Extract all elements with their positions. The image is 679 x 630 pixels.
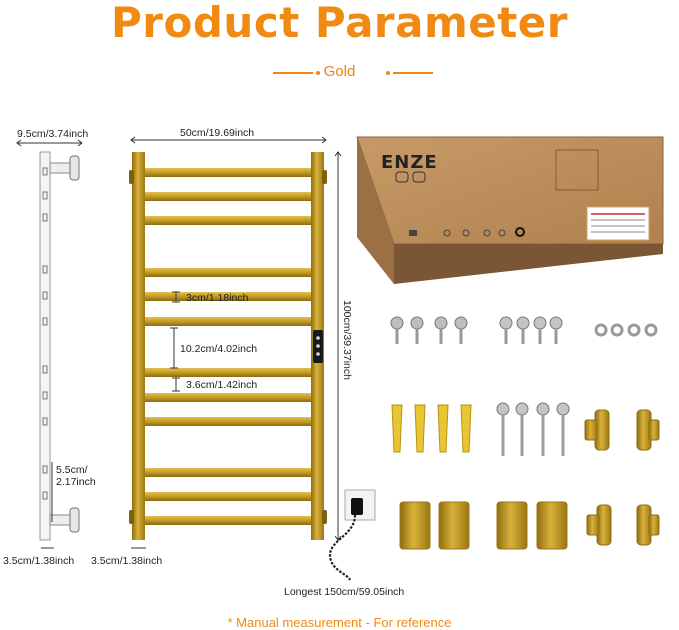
color-label: Gold [323,63,356,80]
wall-mount-top-left [129,170,134,184]
dim-width: 50cm/19.69inch [180,127,255,139]
wall-brackets-top [584,409,660,451]
dim-post-depth-left: 3.5cm/1.38inch [3,555,75,567]
washers-4 [594,323,658,337]
subtitle-line-right [393,72,433,74]
side-bracket-bottom [49,507,80,533]
wall-mount-bottom-left [129,510,134,524]
box-brand-logo: ENZE [381,152,438,173]
product-box: ENZE [356,136,664,284]
dim-height: 100cm/39.37inch [341,300,353,380]
dim-arrow-bar-gap-small [172,291,180,303]
subtitle-dot-right [386,71,390,75]
dim-side-depth: 9.5cm/3.74inch [17,128,89,140]
subtitle-line-left [273,72,313,74]
dim-arrow-bar-gap-large [170,327,178,369]
wall-mount-top-right [322,170,327,184]
dim-bar-gap-large: 10.2cm/4.02inch [180,343,258,355]
dim-bar-gap-small: 3cm/1.18inch [186,292,249,304]
wall-mount-bottom-right [322,510,327,524]
dim-bracket-spacing: 5.5cm/ 2.17inch [56,464,96,488]
footnote: * Manual measurement - For reference [227,615,452,630]
towel-bars [140,168,316,525]
wall-brackets-bottom [586,504,660,546]
wall-anchors-4 [391,404,472,453]
side-bracket-top [49,155,80,181]
machine-screws-4 [390,316,468,344]
page-title: Product Parameter [111,0,568,47]
dim-bar-height: 3.6cm/1.42inch [186,379,258,391]
power-plug [328,489,376,581]
short-screws-4 [499,316,563,344]
dim-arrow-bar-height [172,377,180,392]
side-view [16,139,83,549]
left-rail [132,152,145,540]
front-view [129,136,376,581]
side-post [39,151,51,541]
dim-post-depth-right: 3.5cm/1.38inch [91,555,163,567]
cover-sleeves-4 [399,501,568,550]
hardware-kit [390,316,660,550]
box-icons [395,149,650,241]
color-subtitle: Gold [0,62,679,82]
subtitle-dot-left [316,71,320,75]
dim-cable-length: Longest 150cm/59.05inch [284,586,405,598]
wood-screws-4 [496,402,570,456]
control-panel [313,330,323,363]
